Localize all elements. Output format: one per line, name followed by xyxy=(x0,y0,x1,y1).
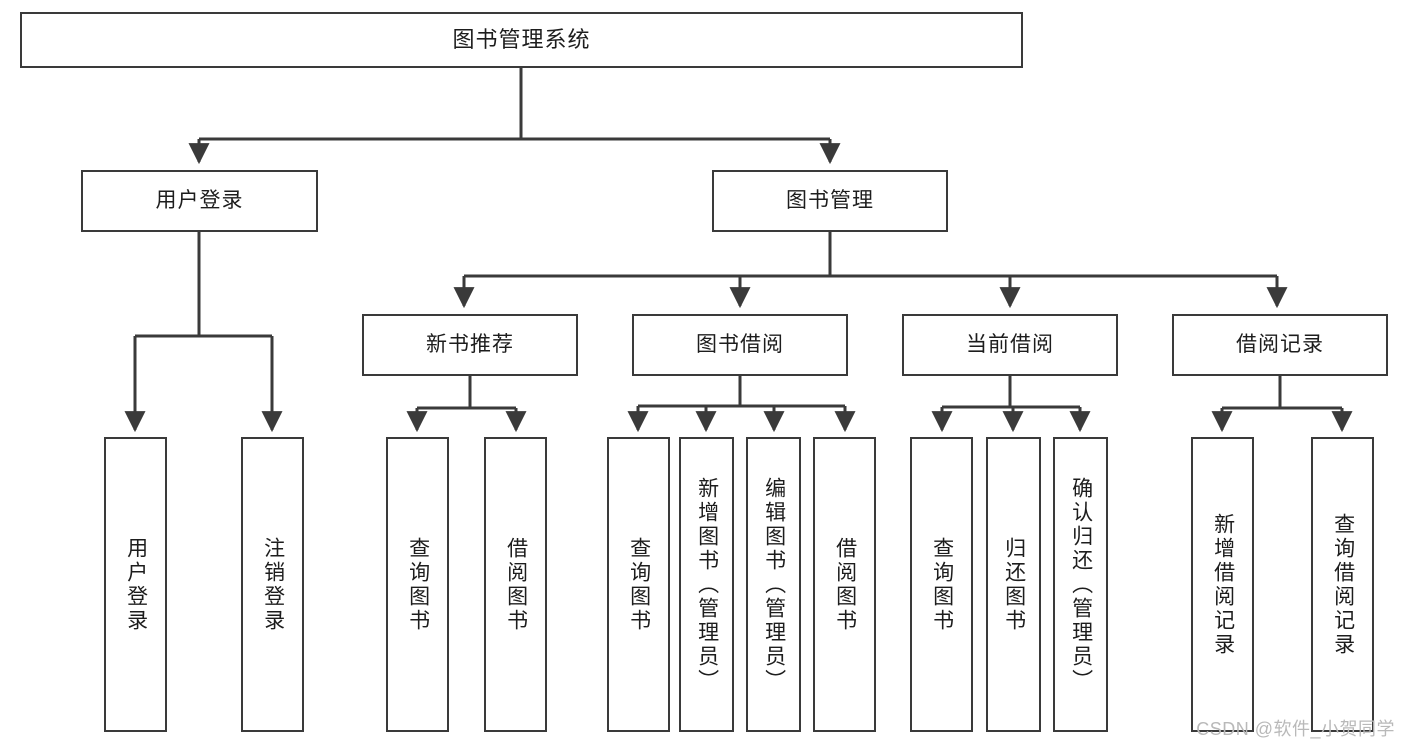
node-root-label: 图书管理系统 xyxy=(452,26,591,52)
node-leaf-borrow-book-2[interactable]: 借阅图书 xyxy=(813,437,876,732)
node-leaf-edit-book[interactable]: 编辑图书（管理员） xyxy=(746,437,801,732)
node-leaf-add-book[interactable]: 新增图书（管理员） xyxy=(679,437,734,732)
node-book-manage[interactable]: 图书管理 xyxy=(712,170,948,232)
node-leaf-query-book-1[interactable]: 查询图书 xyxy=(386,437,449,732)
node-leaf-add-record[interactable]: 新增借阅记录 xyxy=(1191,437,1254,732)
node-borrow-record[interactable]: 借阅记录 xyxy=(1172,314,1388,376)
node-leaf-add-record-label: 新增借阅记录 xyxy=(1211,512,1235,657)
node-leaf-query-book-2[interactable]: 查询图书 xyxy=(607,437,670,732)
node-leaf-query-book-2-label: 查询图书 xyxy=(627,536,651,633)
node-leaf-user-login-label: 用户登录 xyxy=(124,536,148,633)
node-leaf-query-book-3-label: 查询图书 xyxy=(930,536,954,633)
node-book-borrow-label: 图书借阅 xyxy=(696,333,784,357)
node-leaf-borrow-book-1[interactable]: 借阅图书 xyxy=(484,437,547,732)
node-new-book-rec[interactable]: 新书推荐 xyxy=(362,314,578,376)
node-leaf-logout[interactable]: 注销登录 xyxy=(241,437,304,732)
node-leaf-confirm-return-label: 确认归还（管理员） xyxy=(1069,476,1093,693)
node-leaf-return-book[interactable]: 归还图书 xyxy=(986,437,1041,732)
node-current-borrow-label: 当前借阅 xyxy=(966,333,1054,357)
node-leaf-borrow-book-2-label: 借阅图书 xyxy=(833,536,857,633)
node-leaf-borrow-book-1-label: 借阅图书 xyxy=(504,536,528,633)
node-borrow-record-label: 借阅记录 xyxy=(1236,333,1324,357)
node-leaf-user-login[interactable]: 用户登录 xyxy=(104,437,167,732)
node-book-borrow[interactable]: 图书借阅 xyxy=(632,314,848,376)
node-root[interactable]: 图书管理系统 xyxy=(20,12,1023,68)
node-leaf-add-book-label: 新增图书（管理员） xyxy=(695,476,719,693)
node-leaf-query-book-3[interactable]: 查询图书 xyxy=(910,437,973,732)
node-leaf-confirm-return[interactable]: 确认归还（管理员） xyxy=(1053,437,1108,732)
node-leaf-logout-label: 注销登录 xyxy=(261,536,285,633)
node-leaf-query-record-label: 查询借阅记录 xyxy=(1331,512,1355,657)
node-leaf-return-book-label: 归还图书 xyxy=(1002,536,1026,633)
node-book-manage-label: 图书管理 xyxy=(786,189,874,213)
node-current-borrow[interactable]: 当前借阅 xyxy=(902,314,1118,376)
node-user-login-label: 用户登录 xyxy=(155,189,244,213)
node-user-login[interactable]: 用户登录 xyxy=(81,170,318,232)
node-new-book-rec-label: 新书推荐 xyxy=(426,333,514,357)
csdn-watermark: CSDN @软件_小贺同学 xyxy=(1196,719,1395,739)
node-leaf-query-record[interactable]: 查询借阅记录 xyxy=(1311,437,1374,732)
node-leaf-edit-book-label: 编辑图书（管理员） xyxy=(762,476,786,693)
node-leaf-query-book-1-label: 查询图书 xyxy=(406,536,430,633)
